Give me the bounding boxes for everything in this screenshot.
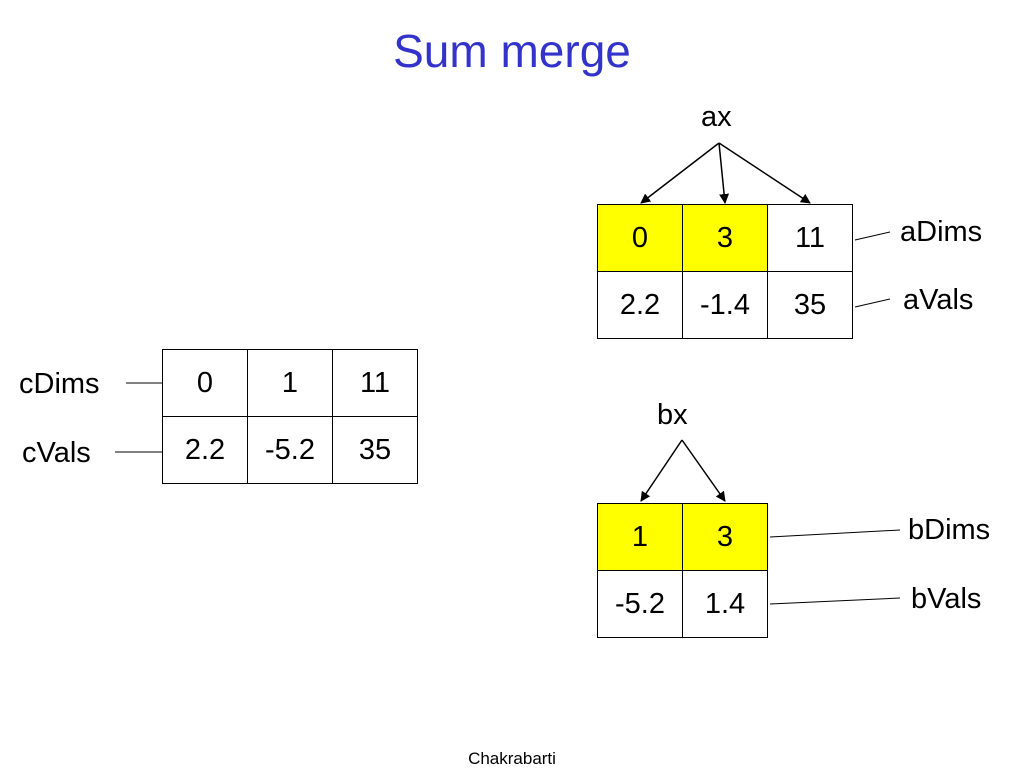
bvals-leader	[769, 597, 901, 605]
avals-leader	[854, 298, 891, 308]
bdims-label: bDims	[908, 514, 991, 546]
cdims-label: cDims	[19, 368, 100, 400]
c-dim-cell: 1	[247, 349, 333, 417]
a-vals-row: 2.2 -1.4 35	[597, 271, 853, 339]
c-dims-row: 0 1 11	[162, 349, 418, 417]
bx-label: bx	[657, 399, 688, 431]
ax-arrow-to-a2	[718, 142, 811, 204]
b-dim-cell: 1	[597, 503, 683, 571]
slide-title: Sum merge	[393, 25, 631, 77]
a-dims-row: 0 3 11	[597, 204, 853, 272]
cvals-label: cVals	[22, 437, 91, 469]
bx-arrow-to-b0	[640, 439, 683, 502]
bx-arrow-to-b1	[681, 439, 726, 502]
a-dim-cell: 0	[597, 204, 683, 272]
bdims-leader	[769, 529, 901, 538]
a-val-cell: -1.4	[682, 271, 768, 339]
b-dim-cell: 3	[682, 503, 768, 571]
bvals-label: bVals	[911, 583, 982, 615]
b-val-cell: 1.4	[682, 570, 768, 638]
c-val-cell: 35	[332, 416, 418, 484]
c-val-cell: 2.2	[162, 416, 248, 484]
a-dim-cell: 11	[767, 204, 853, 272]
a-val-cell: 35	[767, 271, 853, 339]
array-c: 0 1 11 2.2 -5.2 35	[162, 349, 418, 484]
array-b: 1 3 -5.2 1.4	[597, 503, 768, 638]
b-dims-row: 1 3	[597, 503, 768, 571]
footer-author: Chakrabarti	[468, 749, 556, 768]
a-val-cell: 2.2	[597, 271, 683, 339]
ax-arrow-to-a0	[640, 142, 720, 204]
c-dim-cell: 11	[332, 349, 418, 417]
a-dim-cell: 3	[682, 204, 768, 272]
b-vals-row: -5.2 1.4	[597, 570, 768, 638]
ax-label: ax	[701, 101, 732, 133]
avals-label: aVals	[903, 284, 974, 316]
adims-label: aDims	[900, 216, 983, 248]
c-vals-row: 2.2 -5.2 35	[162, 416, 418, 484]
ax-arrow-to-a1	[718, 142, 730, 204]
adims-leader	[854, 231, 891, 241]
array-a: 0 3 11 2.2 -1.4 35	[597, 204, 853, 339]
c-dim-cell: 0	[162, 349, 248, 417]
b-val-cell: -5.2	[597, 570, 683, 638]
c-val-cell: -5.2	[247, 416, 333, 484]
